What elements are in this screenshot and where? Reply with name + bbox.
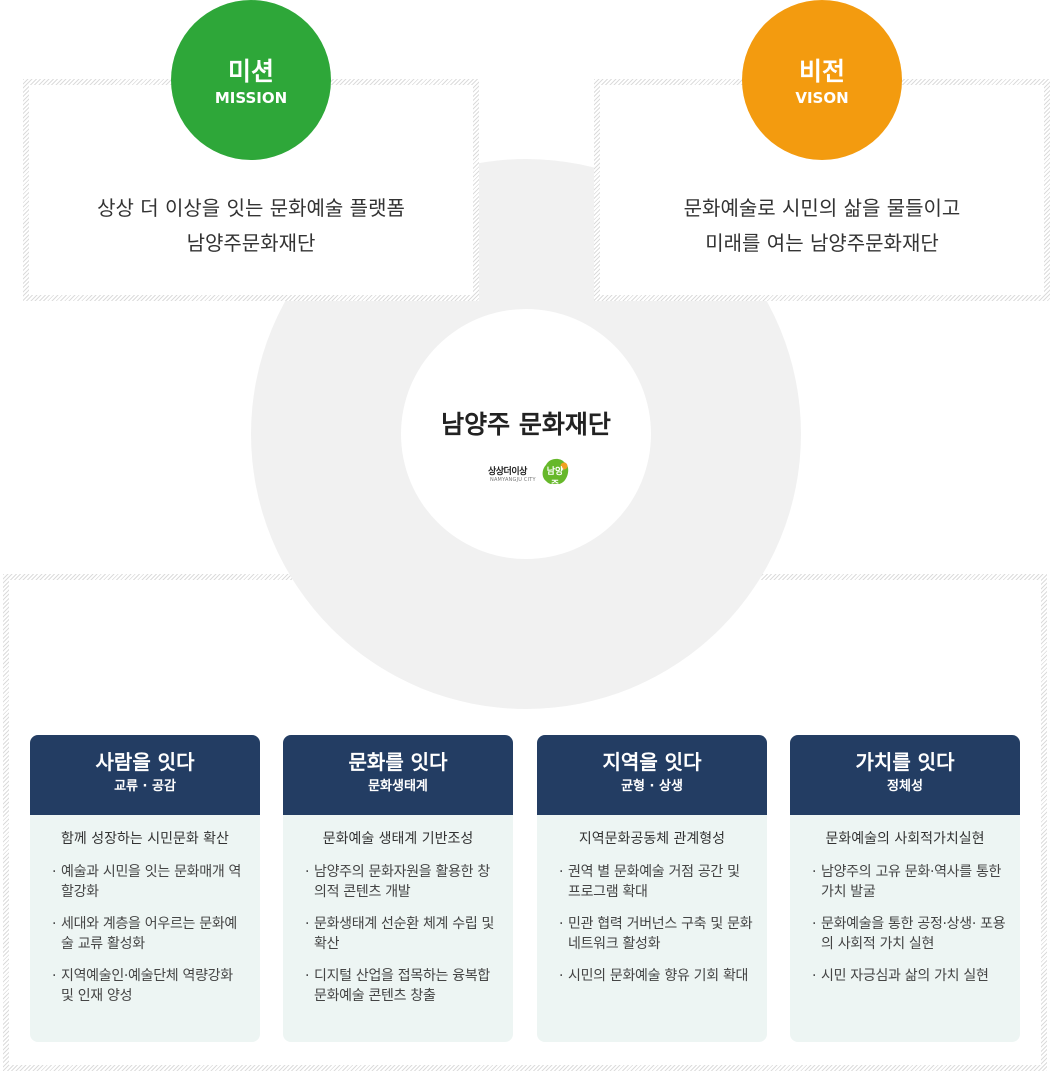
vision-badge: 비전 VISON	[742, 0, 902, 160]
card-body: 함께 성장하는 시민문화 확산 예술과 시민을 잇는 문화매개 역할강화 세대와…	[30, 815, 260, 1006]
card-heading: 함께 성장하는 시민문화 확산	[61, 831, 229, 847]
vision-title: 비전	[798, 57, 845, 86]
card-subtitle: 정체성	[887, 779, 923, 794]
list-item: 민관 협력 거버넌스 구축 및 문화 네트워크 활성화	[559, 914, 755, 954]
card-heading: 지역문화공동체 관계형성	[578, 831, 726, 847]
card-heading: 문화예술 생태계 기반조성	[322, 831, 474, 847]
card-body: 지역문화공동체 관계형성 권역 별 문화예술 거점 공간 및 프로그램 확대 민…	[537, 815, 767, 986]
card-list: 권역 별 문화예술 거점 공간 및 프로그램 확대 민관 협력 거버넌스 구축 …	[559, 862, 755, 986]
list-item: 지역예술인·예술단체 역량강화 및 인재 양성	[52, 966, 248, 1006]
center-core: 남양주 문화재단 상상더이상 NAMYANGJU CITY 남양주	[401, 309, 651, 559]
card-header: 문화를 잇다 문화생태계	[283, 735, 513, 815]
card-heading: 문화예술의 사회적가치실현	[825, 831, 985, 847]
list-item: 시민의 문화예술 향유 기회 확대	[559, 966, 755, 986]
logo-mark: 남양주	[546, 467, 564, 490]
card-list: 남양주의 고유 문화·역사를 통한 가치 발굴 문화예술을 통한 공정·상생· …	[812, 862, 1008, 986]
card-title: 지역을 잇다	[602, 750, 702, 774]
card-subtitle: 교류 · 공감	[114, 779, 176, 794]
card-title: 사람을 잇다	[95, 750, 195, 774]
list-item: 예술과 시민을 잇는 문화매개 역할강화	[52, 862, 248, 902]
mission-subtitle: MISSION	[214, 89, 288, 107]
list-item: 남양주의 고유 문화·역사를 통한 가치 발굴	[812, 862, 1008, 902]
card-header: 지역을 잇다 균형 · 상생	[537, 735, 767, 815]
card-title: 문화를 잇다	[348, 750, 448, 774]
foundation-logo: 상상더이상 NAMYANGJU CITY 남양주	[488, 455, 572, 490]
value-card-people: 사람을 잇다 교류 · 공감 함께 성장하는 시민문화 확산 예술과 시민을 잇…	[30, 735, 260, 1042]
mission-badge: 미션 MISSION	[171, 0, 331, 160]
logo-blob-icon	[542, 458, 569, 485]
center-title: 남양주 문화재단	[441, 410, 611, 439]
vision-line-1: 문화예술로 시민의 삶을 물들이고	[683, 196, 961, 220]
mission-title: 미션	[227, 57, 274, 86]
card-list: 예술과 시민을 잇는 문화매개 역할강화 세대와 계층을 어우르는 문화예술 교…	[52, 862, 248, 1006]
value-card-value: 가치를 잇다 정체성 문화예술의 사회적가치실현 남양주의 고유 문화·역사를 …	[790, 735, 1020, 1042]
card-subtitle: 문화생태계	[368, 779, 428, 794]
card-body: 문화예술의 사회적가치실현 남양주의 고유 문화·역사를 통한 가치 발굴 문화…	[790, 815, 1020, 986]
card-list: 남양주의 문화자원을 활용한 창의적 콘텐츠 개발 문화생태계 선순환 체계 수…	[305, 862, 501, 1006]
vision-subtitle: VISON	[795, 89, 849, 107]
logo-slogan: 상상더이상	[488, 467, 527, 477]
card-body: 문화예술 생태계 기반조성 남양주의 문화자원을 활용한 창의적 콘텐츠 개발 …	[283, 815, 513, 1006]
card-header: 가치를 잇다 정체성	[790, 735, 1020, 815]
mission-line-2: 남양주문화재단	[186, 231, 316, 255]
card-header: 사람을 잇다 교류 · 공감	[30, 735, 260, 815]
vision-line-2: 미래를 여는 남양주문화재단	[705, 231, 939, 255]
list-item: 권역 별 문화예술 거점 공간 및 프로그램 확대	[559, 862, 755, 902]
logo-subtext: NAMYANGJU CITY	[490, 477, 536, 483]
list-item: 디지털 산업을 접목하는 융복합 문화예술 콘텐츠 창출	[305, 966, 501, 1006]
list-item: 세대와 계층을 어우르는 문화예술 교류 활성화	[52, 914, 248, 954]
list-item: 문화예술을 통한 공정·상생· 포용의 사회적 가치 실현	[812, 914, 1008, 954]
mission-statement: 상상 더 이상을 잇는 문화예술 플랫폼 남양주문화재단	[29, 191, 473, 261]
value-card-culture: 문화를 잇다 문화생태계 문화예술 생태계 기반조성 남양주의 문화자원을 활용…	[283, 735, 513, 1042]
vision-statement: 문화예술로 시민의 삶을 물들이고 미래를 여는 남양주문화재단	[600, 191, 1044, 261]
mission-line-1: 상상 더 이상을 잇는 문화예술 플랫폼	[97, 196, 405, 220]
list-item: 남양주의 문화자원을 활용한 창의적 콘텐츠 개발	[305, 862, 501, 902]
card-title: 가치를 잇다	[855, 750, 955, 774]
list-item: 문화생태계 선순환 체계 수립 및 확산	[305, 914, 501, 954]
value-card-region: 지역을 잇다 균형 · 상생 지역문화공동체 관계형성 권역 별 문화예술 거점…	[537, 735, 767, 1042]
list-item: 시민 자긍심과 삶의 가치 실현	[812, 966, 1008, 986]
card-subtitle: 균형 · 상생	[621, 779, 683, 794]
